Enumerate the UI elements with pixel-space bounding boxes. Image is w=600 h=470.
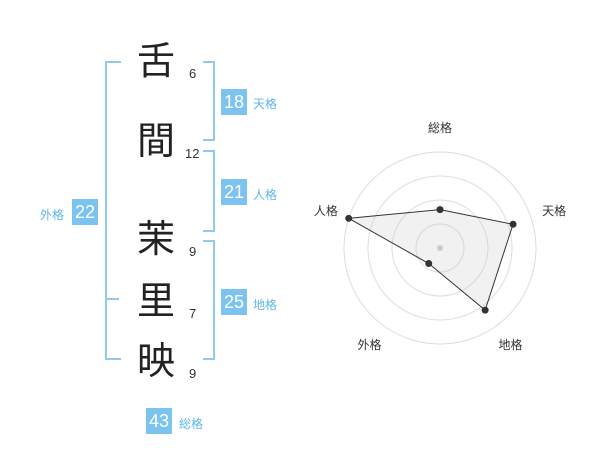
radar-axis-label-1: 総格 [428, 120, 452, 135]
radar-point-2 [509, 220, 517, 228]
chikaku-value-badge: 25 [221, 289, 247, 315]
tenkaku-bracket [203, 61, 215, 141]
radar-area [347, 209, 514, 311]
radar-point-5 [345, 214, 353, 222]
jinkaku-bracket [203, 150, 215, 232]
radar-grid-ring-1 [415, 223, 465, 273]
radar-center-dot [437, 245, 443, 251]
chikaku-bracket [203, 240, 215, 360]
radar-grid-ring-3 [367, 175, 513, 321]
chikaku-label: 地格 [253, 298, 278, 312]
name-char-5: 映 [136, 339, 175, 383]
name-char-3: 茉 [136, 217, 175, 261]
radar-point-1 [436, 206, 444, 214]
radar-point-4 [425, 260, 433, 268]
radar-point-3 [481, 306, 489, 314]
stroke-count-4: 7 [189, 306, 197, 321]
name-char-2: 間 [136, 119, 175, 163]
tenkaku-label: 天格 [253, 97, 278, 111]
stroke-count-2: 12 [185, 146, 200, 161]
soukaku-label: 総格 [179, 417, 204, 431]
name-char-4: 里 [136, 279, 175, 323]
gaikaku-bracket [105, 61, 121, 360]
gaikaku-bracket-divider [105, 298, 119, 300]
gaikaku-label: 外格 [40, 208, 65, 222]
radar-grid-ring-2 [391, 199, 489, 297]
name-char-1: 舌 [136, 39, 175, 83]
stroke-count-3: 9 [189, 244, 197, 259]
radar-grid-ring-4 [343, 151, 537, 345]
tenkaku-value-badge: 18 [221, 89, 247, 115]
radar-axis-label-3: 地格 [499, 337, 523, 352]
stroke-count-5: 9 [189, 366, 197, 381]
radar-axis-label-2: 天格 [542, 203, 566, 218]
radar-axis-label-5: 人格 [314, 203, 338, 218]
radar-grid [343, 151, 537, 345]
gaikaku-value-badge: 22 [72, 199, 98, 225]
radar-axis-label-4: 外格 [357, 337, 381, 352]
stroke-count-1: 6 [189, 66, 197, 81]
jinkaku-value-badge: 21 [221, 179, 247, 205]
jinkaku-label: 人格 [253, 188, 278, 202]
radar-points [345, 206, 517, 314]
soukaku-value-badge: 43 [146, 408, 172, 434]
